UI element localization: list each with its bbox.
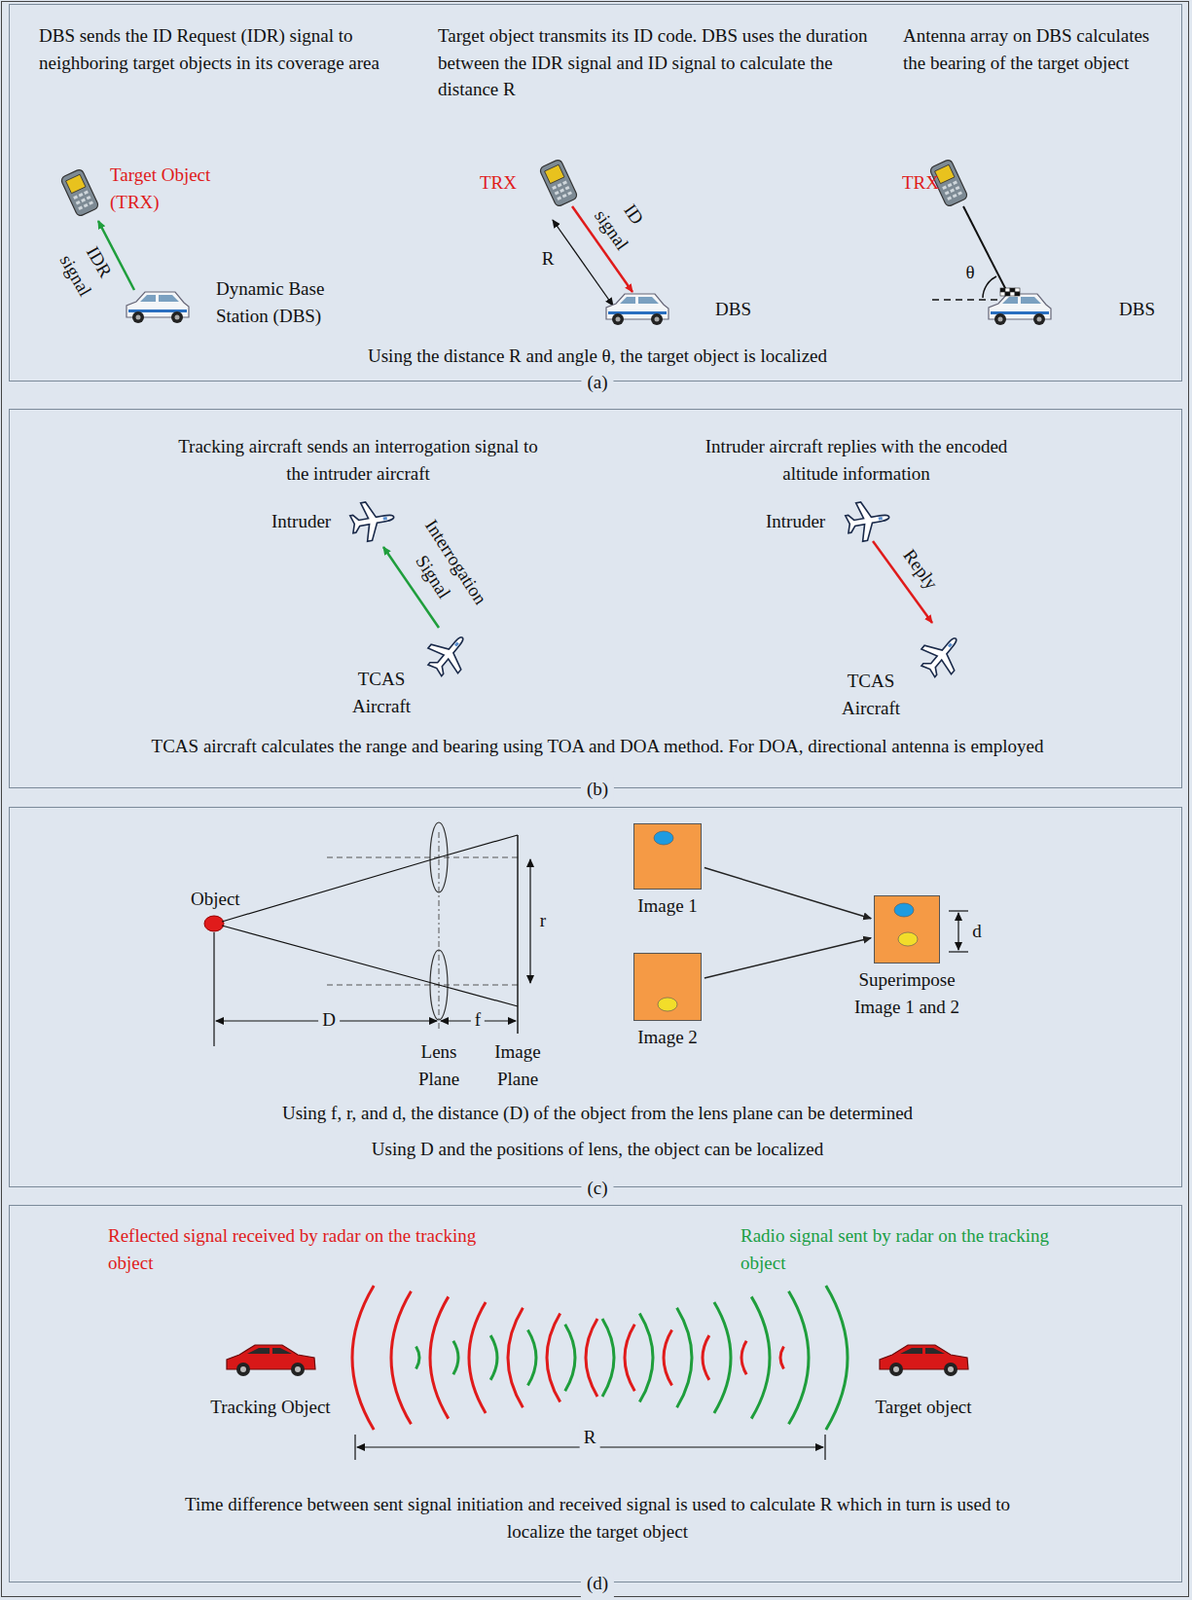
- sent-wave: [789, 1291, 809, 1425]
- label: f: [470, 1006, 485, 1034]
- label: R: [541, 245, 555, 273]
- label: D: [318, 1006, 340, 1034]
- panel-text: Reflected signal received by radar on th…: [108, 1222, 498, 1276]
- panel-text: Target object transmits its ID code. DBS…: [437, 22, 871, 104]
- image-blobs: [634, 824, 701, 889]
- label: r: [540, 906, 546, 935]
- label: DBS: [1119, 295, 1156, 324]
- label: Tracking Object: [187, 1393, 354, 1421]
- panel: Reflected signal received by radar on th…: [8, 1204, 1183, 1583]
- label: DBS: [715, 295, 752, 324]
- reflected-wave: [585, 1318, 598, 1397]
- image-label: Image 2: [599, 1023, 736, 1051]
- panel-caption: (c): [580, 1174, 614, 1202]
- sent-wave: [751, 1296, 770, 1418]
- label: Object: [190, 885, 241, 913]
- label: Interrogation Signal: [391, 506, 499, 633]
- panel-text: Using the distance R and angle θ, the ta…: [110, 342, 1084, 370]
- sent-wave: [826, 1285, 848, 1430]
- reflected-wave: [624, 1324, 635, 1391]
- panel: DBS sends the ID Request (IDR) signal to…: [8, 3, 1183, 382]
- sent-wave: [565, 1324, 576, 1391]
- image-box: Image 2: [633, 952, 702, 1021]
- label: ID signal: [586, 185, 660, 258]
- label: Target Object (TRX): [109, 161, 232, 216]
- panel-text: Antenna array on DBS calculates the bear…: [903, 22, 1166, 76]
- blob: [653, 830, 674, 845]
- reflected-wave: [469, 1301, 486, 1413]
- connector-arrow: [704, 867, 871, 919]
- panel-caption: (b): [580, 775, 615, 803]
- reflected-wave: [391, 1291, 411, 1425]
- panel-text: Using D and the positions of lens, the o…: [62, 1135, 1133, 1163]
- panel-text: DBS sends the ID Request (IDR) signal to…: [38, 22, 404, 76]
- label: TRX: [479, 169, 517, 197]
- label: Intruder: [271, 507, 331, 536]
- blob: [894, 903, 914, 917]
- panel-text: Radio signal sent by radar on the tracki…: [740, 1222, 1072, 1276]
- label: Image Plane: [487, 1038, 548, 1092]
- label: d: [972, 917, 982, 945]
- reflected-wave: [546, 1312, 561, 1402]
- reflected-wave: [352, 1285, 374, 1430]
- panel-text: TCAS aircraft calculates the range and b…: [18, 732, 1177, 760]
- label: TRX: [902, 169, 940, 197]
- sent-wave: [490, 1335, 498, 1380]
- label: IDR signal: [52, 234, 124, 304]
- blob: [898, 932, 918, 946]
- sent-wave: [677, 1307, 692, 1409]
- sent-wave: [602, 1318, 615, 1397]
- reflected-wave: [663, 1329, 673, 1385]
- sent-wave: [714, 1301, 731, 1413]
- panel-text: Tracking aircraft sends an interrogation…: [168, 433, 548, 487]
- sent-wave: [453, 1340, 459, 1374]
- panel-caption: (a): [580, 368, 614, 397]
- reflected-wave: [741, 1340, 747, 1374]
- reflected-wave: [780, 1345, 784, 1369]
- sent-wave: [527, 1329, 537, 1385]
- panel-caption: (d): [580, 1569, 615, 1597]
- image-label: Superimpose Image 1 and 2: [838, 966, 976, 1020]
- label: Target object: [840, 1393, 1007, 1421]
- reflected-wave: [430, 1296, 449, 1418]
- reflected-wave: [702, 1335, 710, 1380]
- image-blobs: [634, 953, 701, 1020]
- label: TCAS Aircraft: [827, 667, 915, 722]
- image-label: Image 1: [599, 892, 736, 920]
- label: Intruder: [765, 507, 826, 536]
- image-box: Superimpose Image 1 and 2: [873, 895, 940, 964]
- image-blobs: [874, 896, 940, 963]
- label: R: [579, 1423, 601, 1451]
- label: TCAS Aircraft: [337, 665, 426, 720]
- panel-text: Intruder aircraft replies with the encod…: [695, 433, 1017, 487]
- panel-text: Time difference between sent signal init…: [179, 1490, 1016, 1545]
- panel: Tracking aircraft sends an interrogation…: [8, 408, 1183, 789]
- label: θ: [965, 258, 975, 287]
- connector-arrow: [704, 938, 871, 978]
- sent-wave: [639, 1312, 653, 1402]
- label: Lens Plane: [408, 1038, 470, 1092]
- panel: Using f, r, and d, the distance (D) of t…: [8, 806, 1183, 1188]
- label: Reply: [897, 543, 945, 596]
- label: Dynamic Base Station (DBS): [216, 275, 343, 329]
- blob: [657, 997, 678, 1012]
- image-box: Image 1: [633, 823, 702, 890]
- panel-text: Using f, r, and d, the distance (D) of t…: [62, 1099, 1133, 1127]
- sent-wave: [416, 1345, 420, 1369]
- reflected-wave: [507, 1307, 523, 1409]
